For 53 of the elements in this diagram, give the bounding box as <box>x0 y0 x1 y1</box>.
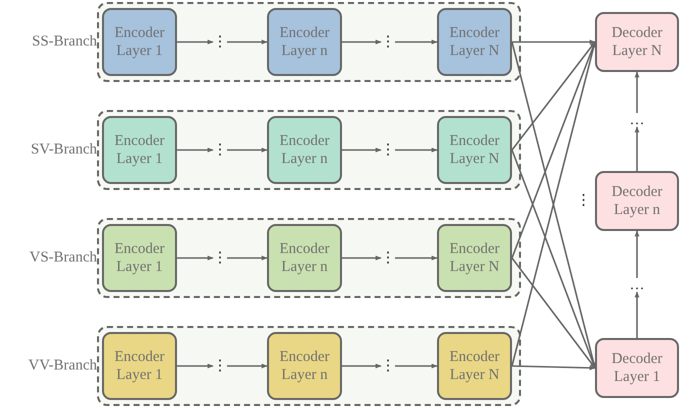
ellipsis: ⋮ <box>213 33 227 51</box>
arrow <box>395 148 438 152</box>
arrow <box>395 364 438 368</box>
branch-label: VV-Branch <box>28 358 97 374</box>
arrow <box>512 365 596 370</box>
branch-label: VS-Branch <box>30 250 97 266</box>
arrow <box>177 40 214 44</box>
encoder-box: Encoder Layer n <box>267 332 342 400</box>
ellipsis: … <box>627 113 647 127</box>
encoder-box: Encoder Layer 1 <box>102 224 177 292</box>
encoder-box: Encoder Layer N <box>437 116 512 184</box>
ellipsis: ⋮ <box>381 141 395 159</box>
arrow <box>342 364 382 368</box>
arrow <box>177 148 214 152</box>
arrow <box>227 40 268 44</box>
encoder-box: Encoder Layer 1 <box>102 116 177 184</box>
decoder-box: Decoder Layer N <box>595 12 679 72</box>
arrow <box>634 230 640 278</box>
ellipsis: ⋮ <box>213 249 227 267</box>
arrow <box>227 364 268 368</box>
ellipsis: ⋮ <box>381 249 395 267</box>
encoder-box: Encoder Layer N <box>437 224 512 292</box>
arrow <box>634 291 640 338</box>
ellipsis: ⋮ <box>213 357 227 375</box>
encoder-box: Encoder Layer 1 <box>102 8 177 76</box>
arrow <box>227 256 268 260</box>
arrow <box>511 42 596 150</box>
arrow <box>395 256 438 260</box>
ellipsis: ⋮ <box>213 141 227 159</box>
ellipsis: ⋮ <box>576 194 591 208</box>
arrow <box>634 126 640 171</box>
encoder-box: Encoder Layer N <box>437 332 512 400</box>
arrow <box>177 256 214 260</box>
encoder-box: Encoder Layer 1 <box>102 332 177 400</box>
arrow <box>227 148 268 152</box>
branch-label: SV-Branch <box>30 142 97 158</box>
encoder-box: Encoder Layer N <box>437 8 512 76</box>
encoder-box: Encoder Layer n <box>267 8 342 76</box>
arrow <box>511 258 596 368</box>
ellipsis: ⋮ <box>381 357 395 375</box>
ellipsis: ⋮ <box>381 33 395 51</box>
encoder-box: Encoder Layer n <box>267 116 342 184</box>
arrow <box>634 71 640 113</box>
arrow <box>342 40 382 44</box>
arrow <box>342 148 382 152</box>
arrow <box>395 40 438 44</box>
arrow <box>342 256 382 260</box>
encoder-box: Encoder Layer n <box>267 224 342 292</box>
arrow <box>177 364 214 368</box>
decoder-box: Decoder Layer 1 <box>595 338 679 398</box>
ellipsis: … <box>627 278 647 292</box>
branch-label: SS-Branch <box>32 34 97 50</box>
arrow <box>512 40 596 44</box>
